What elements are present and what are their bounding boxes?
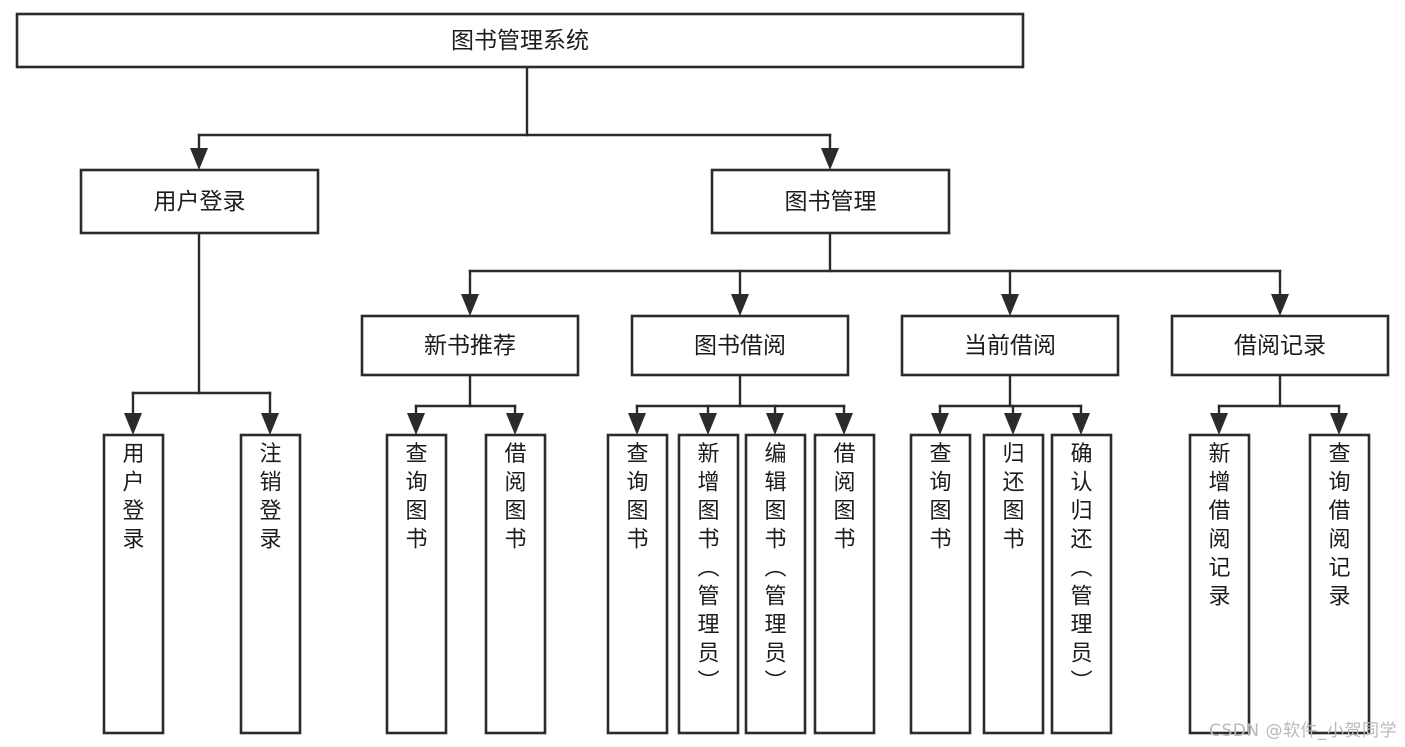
node-box [982, 433, 1045, 735]
level3-node-book-borrow[interactable]: 图书借阅 [630, 314, 850, 377]
leaf-node-leaf-query-book-3[interactable]: 查询图书 [909, 433, 972, 735]
node-label: 查询图书 [626, 442, 648, 553]
node-box [677, 433, 740, 735]
level3-node-borrow-record[interactable]: 借阅记录 [1170, 314, 1390, 377]
node-box [360, 314, 580, 377]
node-box [606, 433, 669, 735]
node-label: 借阅图书 [833, 442, 855, 553]
node-layer: 图书管理系统用户登录图书管理新书推荐图书借阅当前借阅借阅记录用户登录注销登录查询… [15, 12, 1390, 735]
connector-book-borrow-to-leaves [628, 373, 853, 435]
node-box [385, 433, 448, 735]
node-box [813, 433, 876, 735]
node-box [102, 433, 165, 735]
leaf-node-leaf-logout[interactable]: 注销登录 [239, 433, 302, 735]
leaf-node-leaf-borrow-book-2[interactable]: 借阅图书 [813, 433, 876, 735]
connector-book-manage-to-level3 [461, 231, 1289, 316]
leaf-node-leaf-return-book[interactable]: 归还图书 [982, 433, 1045, 735]
node-label: 归还图书 [1002, 442, 1024, 553]
node-label: 注销登录 [259, 442, 281, 553]
leaf-node-leaf-add-record[interactable]: 新增借阅记录 [1188, 433, 1251, 735]
node-label: 查询图书 [405, 442, 427, 553]
node-box [1050, 433, 1113, 735]
node-box [744, 433, 807, 735]
node-label: 借阅记录 [1234, 333, 1326, 359]
node-label: 图书管理 [785, 189, 877, 215]
node-label: 确认归还︵管理员︶ [1070, 442, 1092, 695]
level3-node-current-borrow[interactable]: 当前借阅 [900, 314, 1120, 377]
node-box [710, 168, 951, 235]
node-box [630, 314, 850, 377]
node-box [239, 433, 302, 735]
node-label: 图书借阅 [694, 333, 786, 359]
leaf-node-leaf-query-book-2[interactable]: 查询图书 [606, 433, 669, 735]
node-label: 用户登录 [122, 442, 144, 553]
leaf-node-leaf-user-login[interactable]: 用户登录 [102, 433, 165, 735]
node-label: 编辑图书︵管理员︶ [764, 442, 786, 695]
node-box [1308, 433, 1371, 735]
node-label: 新书推荐 [424, 333, 516, 359]
connector-root-to-level2 [190, 65, 839, 170]
node-label: 图书管理系统 [451, 28, 589, 54]
level3-node-new-book-rec[interactable]: 新书推荐 [360, 314, 580, 377]
node-label: 借阅图书 [504, 442, 526, 553]
leaf-node-leaf-add-book[interactable]: 新增图书︵管理员︶ [677, 433, 740, 735]
node-box [1188, 433, 1251, 735]
node-box [79, 168, 320, 235]
leaf-node-leaf-query-record[interactable]: 查询借阅记录 [1308, 433, 1371, 735]
csdn-watermark: CSDN @软件_小贺同学 [1209, 721, 1397, 741]
connector-layer [124, 65, 1348, 435]
node-box [1170, 314, 1390, 377]
level2-node-user-login[interactable]: 用户登录 [79, 168, 320, 235]
node-label: 查询借阅记录 [1328, 442, 1350, 610]
node-box [15, 12, 1025, 69]
leaf-node-leaf-edit-book[interactable]: 编辑图书︵管理员︶ [744, 433, 807, 735]
node-label: 新增借阅记录 [1208, 442, 1230, 610]
connector-current-borrow-to-leaves [931, 373, 1090, 435]
leaf-node-leaf-borrow-book-1[interactable]: 借阅图书 [484, 433, 547, 735]
root-node-root[interactable]: 图书管理系统 [15, 12, 1025, 69]
node-box [900, 314, 1120, 377]
connector-new-book-rec-to-leaves [407, 373, 524, 435]
leaf-node-leaf-confirm-return[interactable]: 确认归还︵管理员︶ [1050, 433, 1113, 735]
connector-user-login-to-leaves [124, 231, 279, 435]
level2-node-book-manage[interactable]: 图书管理 [710, 168, 951, 235]
node-label: 当前借阅 [964, 333, 1056, 359]
node-box [909, 433, 972, 735]
node-box [484, 433, 547, 735]
node-label: 用户登录 [154, 189, 246, 215]
connector-borrow-record-to-leaves [1210, 373, 1348, 435]
leaf-node-leaf-query-book-1[interactable]: 查询图书 [385, 433, 448, 735]
node-label: 查询图书 [929, 442, 951, 553]
node-label: 新增图书︵管理员︶ [697, 442, 719, 695]
